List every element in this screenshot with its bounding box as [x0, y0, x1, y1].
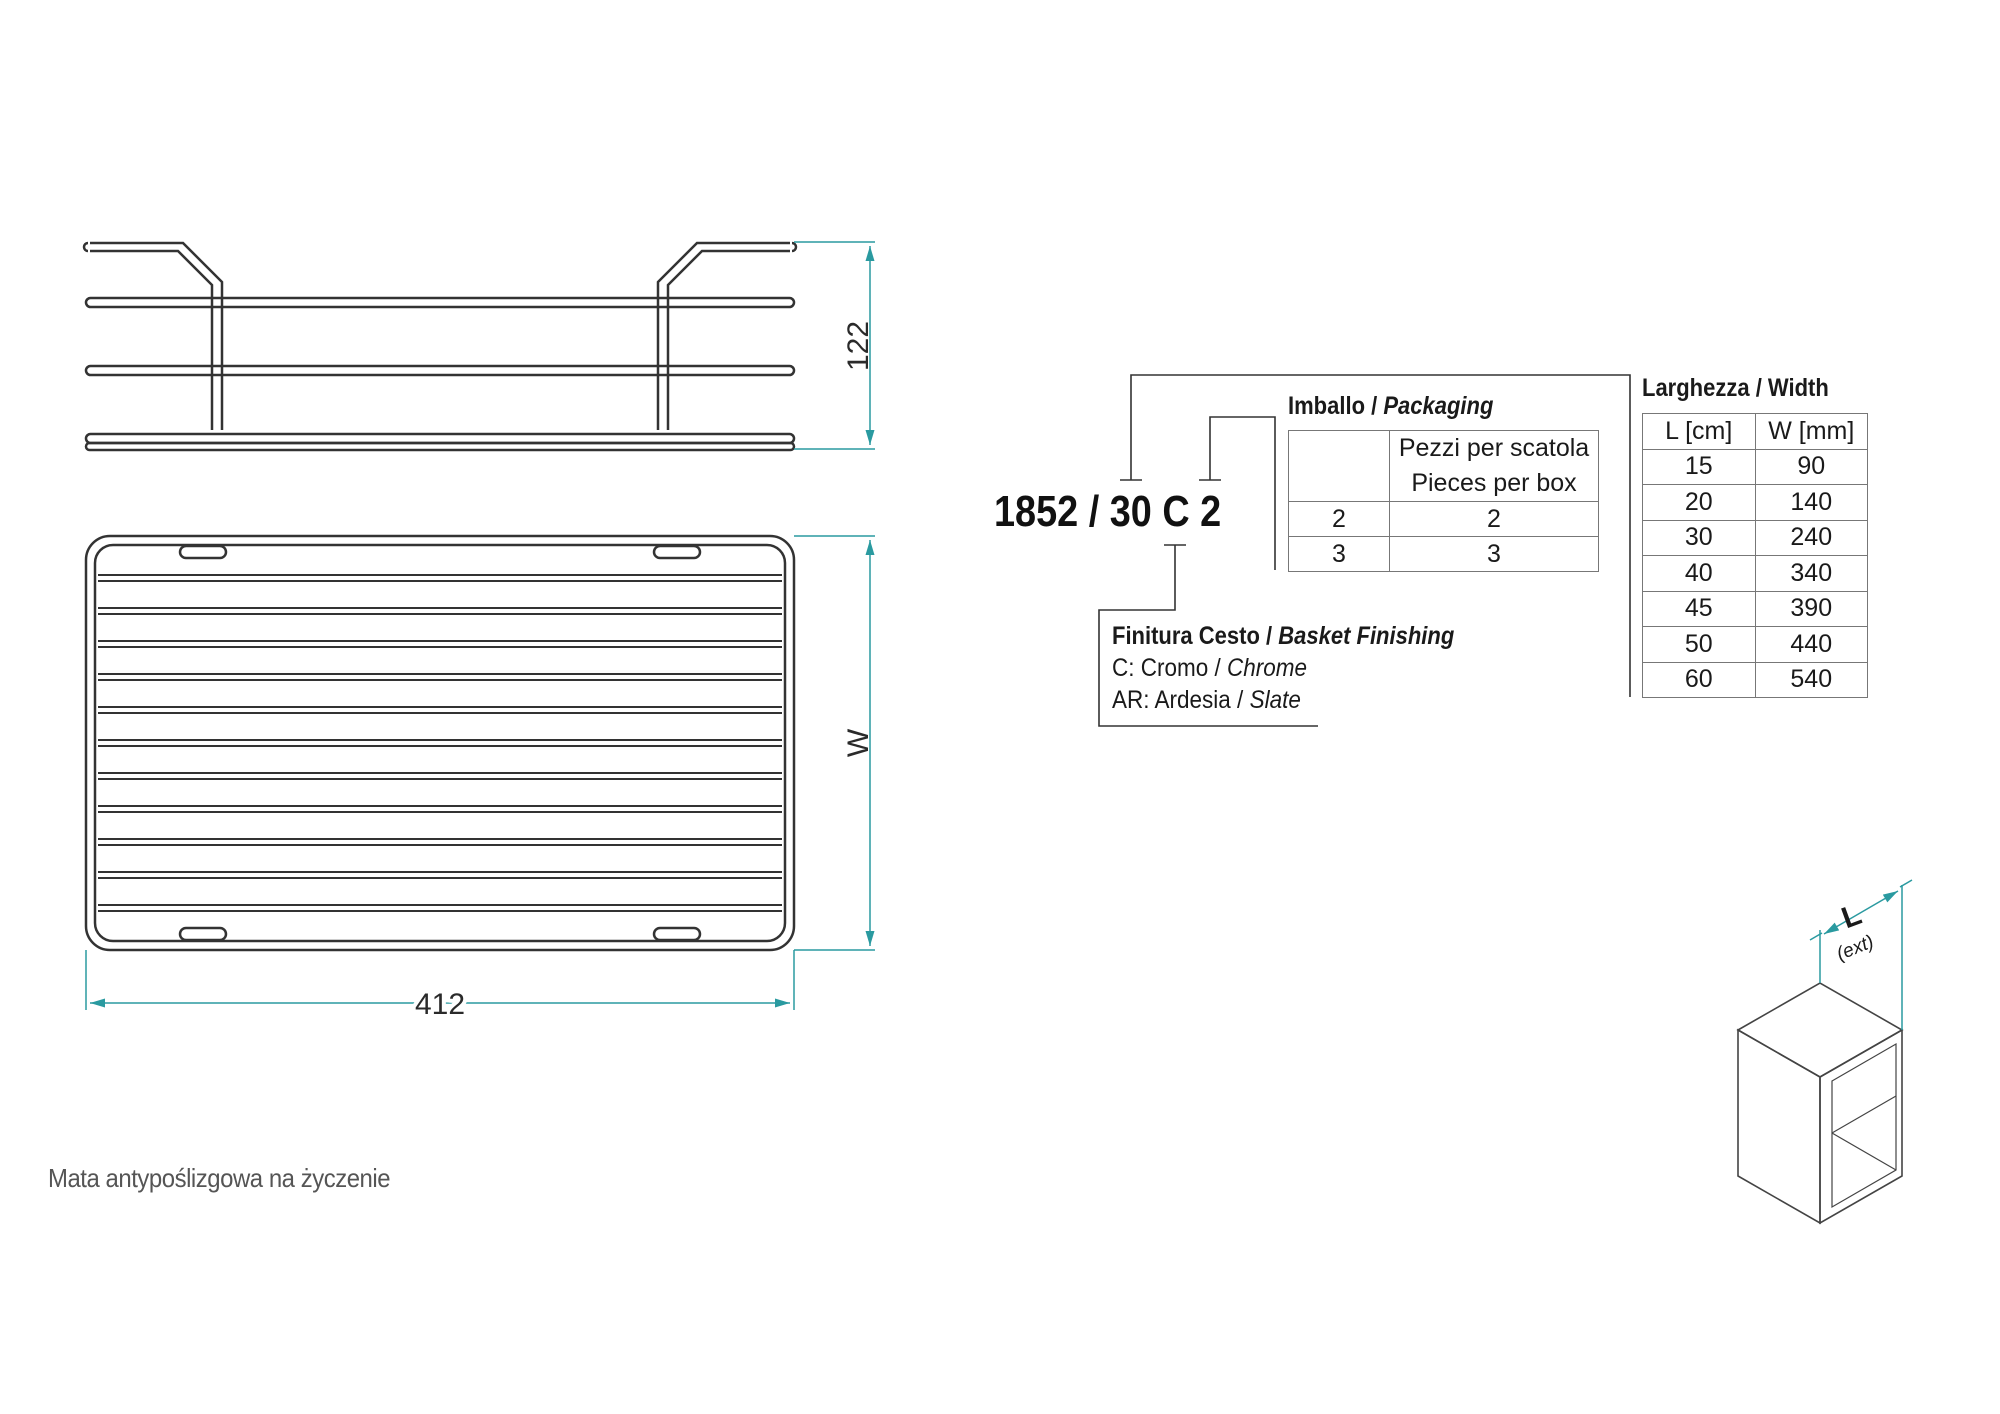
packaging-pieces-cell: 3	[1389, 536, 1599, 572]
column-header-w: W [mm]	[1754, 413, 1868, 450]
table-header-row: L [cm] W [mm]	[1642, 413, 1868, 450]
finishing-option-label: C: Cromo /	[1112, 654, 1228, 682]
finishing-option-slate: AR: Ardesia / Slate	[1112, 686, 1301, 715]
basket-top-view	[84, 534, 796, 952]
packaging-header-line1: Pezzi per scatola	[1398, 434, 1590, 462]
product-code: 1852 / 30 C 2	[994, 487, 1222, 536]
cell-w: 540	[1754, 661, 1868, 698]
packaging-heading-en: Packaging	[1383, 392, 1494, 420]
packaging-column-header: Pezzi per scatola Pieces per box	[1389, 430, 1599, 502]
cabinet-illustration	[1736, 982, 1904, 1225]
table-row: 2 2	[1288, 501, 1599, 537]
cabinet-length-label: L	[1837, 898, 1866, 935]
cell-w: 240	[1754, 519, 1868, 556]
cell-w: 340	[1754, 555, 1868, 592]
finishing-option-en: Chrome	[1227, 654, 1308, 682]
finishing-option-label: AR: Ardesia /	[1112, 686, 1250, 714]
table-row: 3 3	[1288, 536, 1599, 572]
cell-l: 15	[1642, 448, 1756, 485]
packaging-empty-cell	[1288, 430, 1390, 502]
cell-l: 50	[1642, 626, 1756, 663]
cell-w: 440	[1754, 626, 1868, 663]
length-value: 412	[415, 988, 465, 1021]
packaging-code-cell: 2	[1288, 501, 1390, 537]
cell-l: 45	[1642, 590, 1756, 627]
cell-l: 60	[1642, 661, 1756, 698]
length-dimension: 412	[85, 950, 795, 1025]
anti-slip-mat-note: Mata antypoślizgowa na życzenie	[48, 1163, 391, 1193]
basket-side-view	[82, 241, 798, 452]
finishing-heading-it: Finitura Cesto /	[1112, 622, 1279, 650]
finishing-option-chrome: C: Cromo / Chrome	[1112, 654, 1307, 683]
packaging-heading-it: Imballo /	[1288, 392, 1384, 420]
packaging-table: Pezzi per scatola Pieces per box 2 2 3 3	[1288, 430, 1599, 572]
cell-l: 30	[1642, 519, 1756, 556]
packaging-code-cell: 3	[1288, 536, 1390, 572]
cabinet-ext-label: (ext)	[1834, 931, 1877, 965]
cell-l: 40	[1642, 555, 1756, 592]
packaging-header-line2: Pieces per box	[1411, 469, 1577, 497]
column-header-l: L [cm]	[1642, 413, 1756, 450]
code-callouts	[1098, 374, 1631, 727]
cell-w: 90	[1754, 448, 1868, 485]
finishing-option-en: Slate	[1249, 686, 1301, 714]
cell-l: 20	[1642, 484, 1756, 521]
cabinet-dimension: L (ext)	[1809, 879, 1913, 1030]
packaging-pieces-cell: 2	[1389, 501, 1599, 537]
cell-w: 140	[1754, 484, 1868, 521]
height-value: 122	[842, 321, 875, 371]
cell-w: 390	[1754, 590, 1868, 627]
packaging-heading: Imballo / Packaging	[1288, 392, 1493, 421]
width-dimension: W	[794, 535, 875, 951]
finishing-heading-en: Basket Finishing	[1278, 622, 1455, 650]
height-dimension: 122	[794, 241, 875, 450]
width-table-heading: Larghezza / Width	[1642, 374, 1829, 402]
width-value: W	[842, 728, 875, 757]
finishing-heading: Finitura Cesto / Basket Finishing	[1112, 622, 1454, 651]
